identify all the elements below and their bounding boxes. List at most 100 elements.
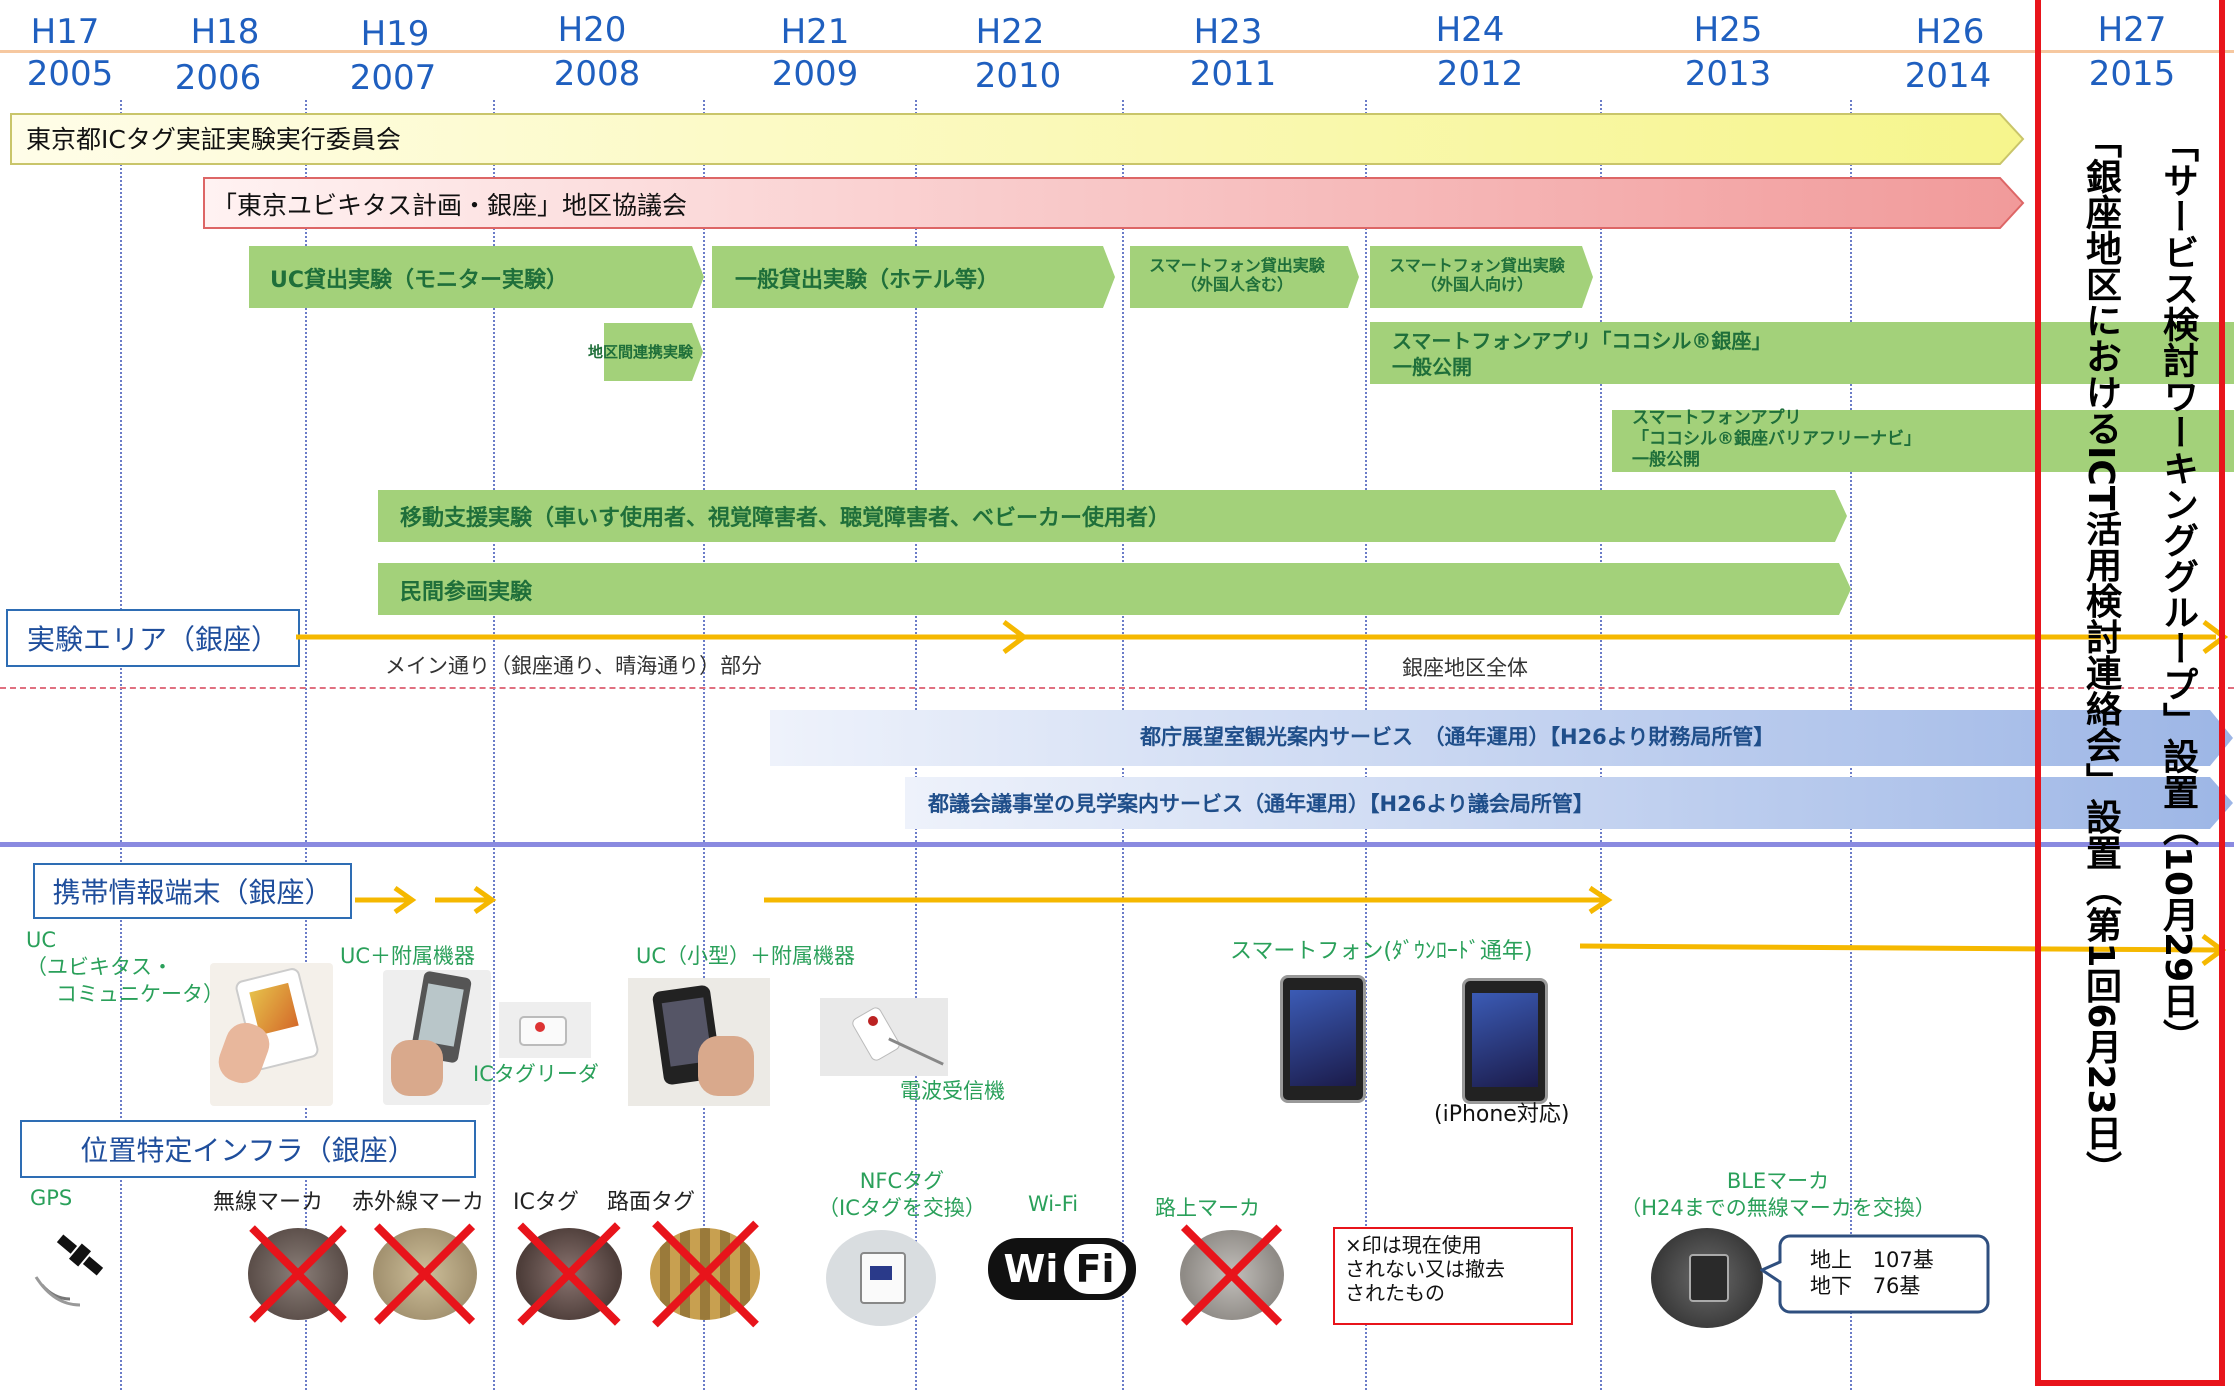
below-label: 地下: [1810, 1274, 1852, 1298]
council-label: 「東京ユビキタス計画・銀座」地区協議会: [212, 191, 688, 220]
uc-line2: （ユビキタス・: [26, 955, 173, 979]
year-label: 2005: [26, 54, 114, 94]
wifi-label: Wi-Fi: [1028, 1192, 1079, 1216]
sp-lending1-line1: スマートフォン貸出実験: [1149, 256, 1325, 275]
app2-line2: 「ココシル®銀座バリアフリーナビ」: [1632, 429, 1921, 449]
app1-bar: [1370, 322, 2234, 384]
legend-note-line1: ×印は現在使用: [1345, 1233, 1482, 1257]
removed-cross-icon: [248, 1228, 348, 1320]
smartphone-label: スマートフォン(ﾀﾞｳﾝﾛｰﾄﾞ通年): [1230, 939, 1533, 964]
smartphone-image: [1280, 975, 1366, 1103]
app2-line1: スマートフォンアプリ: [1632, 408, 1802, 428]
h27-frame: [2035, 0, 2225, 1386]
app2-line3: 一般公開: [1632, 450, 1700, 470]
wifi-logo-right: Fi: [1064, 1244, 1126, 1294]
uc-plus-label: UC＋附属機器: [340, 944, 476, 968]
sp-lending1-bar: [1130, 246, 1359, 308]
ble-count-below: 地下 76基: [1810, 1270, 1920, 1300]
era-label: H26: [1915, 12, 1985, 52]
nfc-tag-image: [826, 1230, 936, 1326]
inter-district-bar: [604, 323, 703, 381]
gridline: [120, 100, 122, 1390]
uc-line3: コミュニケータ）: [56, 982, 224, 1006]
app1-label: スマートフォンアプリ「ココシル®銀座」 一般公開: [1392, 328, 1771, 380]
year-label: 2006: [174, 58, 262, 98]
area-left-note: メイン通り（銀座通り、晴海通り）部分: [385, 654, 763, 678]
year-label: 2010: [974, 56, 1062, 96]
nfc-line2: （ICタグを交換）: [818, 1196, 986, 1220]
dashed-separator: [0, 687, 2234, 689]
ble-count-above: 地上 107基: [1810, 1244, 1934, 1274]
wireless-label: 無線マーカ: [213, 1190, 324, 1215]
app2-label: スマートフォンアプリ 「ココシル®銀座バリアフリーナビ」 一般公開: [1632, 408, 1921, 471]
above-count: 107基: [1872, 1248, 1934, 1272]
devices-label: 携帯情報端末（銀座）: [33, 863, 352, 919]
era-label: H21: [780, 12, 850, 52]
legend-note-line2: されない又は撤去: [1345, 1257, 1505, 1281]
year-label: 2013: [1684, 54, 1772, 94]
removed-cross-icon: [373, 1228, 477, 1320]
ble-line1: BLEマーカ: [1726, 1169, 1830, 1193]
uc-plus-image: [383, 970, 491, 1105]
street-marker-label: 路上マーカ: [1155, 1196, 1260, 1220]
era-label: H27: [2097, 10, 2167, 50]
sp-lending1-line2: （外国人含む）: [1180, 275, 1293, 294]
working-group-note: 「サービス検討ワーキンググループ」設置（10月29日）: [2157, 126, 2198, 1055]
year-label: 2015: [2088, 54, 2176, 94]
uc-label: UC （ユビキタス・ コミュニケータ）: [26, 927, 224, 1008]
committee-label: 東京都ICタグ実証実験実行委員会: [26, 125, 401, 154]
iphone-label: (iPhone対応): [1434, 1102, 1570, 1127]
council-bar: [203, 177, 2025, 229]
gikai-label: 都議会議事堂の見学案内サービス（通年運用）【H26より議会局所管】: [928, 792, 1594, 816]
sp-lending2-bar: [1370, 246, 1593, 308]
ble-line2: （H24までの無線マーカを交換）: [1620, 1196, 1936, 1220]
legend-note-line3: されたもの: [1345, 1281, 1445, 1305]
year-label: 2009: [771, 54, 859, 94]
committee-bar: [10, 113, 2025, 165]
area-label: 実験エリア（銀座）: [6, 609, 300, 667]
uc-lending-bar: [249, 246, 704, 308]
radio-receiver-image: [820, 998, 948, 1076]
era-label: H18: [190, 12, 260, 52]
wifi-logo-icon: Wi Fi: [988, 1238, 1136, 1300]
year-label: 2008: [553, 54, 641, 94]
sp-lending2-line2: （外国人向け）: [1420, 275, 1533, 294]
sp-lending2-line1: スマートフォン貸出実験: [1389, 256, 1565, 275]
infra-label: 位置特定インフラ（銀座）: [20, 1120, 476, 1178]
era-label: H23: [1193, 12, 1263, 52]
ic-reader-label: ICタグリーダ: [473, 1062, 599, 1086]
infrared-label: 赤外線マーカ: [352, 1190, 485, 1215]
mobility-bar: [378, 490, 1847, 542]
removed-cross-icon: [1180, 1230, 1284, 1320]
removed-cross-icon: [650, 1228, 760, 1320]
uc-device-image: [210, 963, 333, 1106]
header-rule: [0, 50, 2234, 53]
ble-marker-image: [1651, 1228, 1763, 1328]
general-lending-bar: [712, 246, 1115, 308]
general-lending-label: 一般貸出実験（ホテル等）: [735, 268, 1000, 293]
inter-district-label: 地区間連携実験: [588, 343, 694, 361]
nfc-line1: NFCタグ: [859, 1169, 945, 1193]
device-arrows: [355, 885, 2227, 967]
sp-lending2-label: スマートフォン貸出実験 （外国人向け）: [1372, 256, 1582, 294]
area-right-note: 銀座地区全体: [1402, 656, 1528, 680]
era-label: H19: [360, 14, 430, 54]
gps-label: GPS: [30, 1186, 73, 1210]
era-label: H17: [30, 12, 100, 52]
uc-small-label: UC（小型）＋附属機器: [636, 944, 856, 968]
ble-callout: [1760, 1234, 1990, 1314]
year-label: 2012: [1436, 54, 1524, 94]
ictag-label: ICタグ: [513, 1190, 579, 1215]
uc-lending-label: UC貸出実験（モニター実験）: [270, 268, 569, 293]
sp-lending1-label: スマートフォン貸出実験 （外国人含む）: [1132, 256, 1342, 294]
year-label: 2014: [1904, 56, 1992, 96]
uc-small-image: [628, 978, 770, 1106]
era-label: H25: [1693, 10, 1763, 50]
iphone-image: [1462, 978, 1548, 1104]
ic-reader-image: [499, 1002, 591, 1058]
gridline: [703, 100, 705, 1390]
gridline: [493, 100, 495, 1390]
era-label: H24: [1435, 10, 1505, 50]
year-label: 2011: [1189, 54, 1277, 94]
nfc-label: NFCタグ （ICタグを交換）: [818, 1168, 986, 1222]
